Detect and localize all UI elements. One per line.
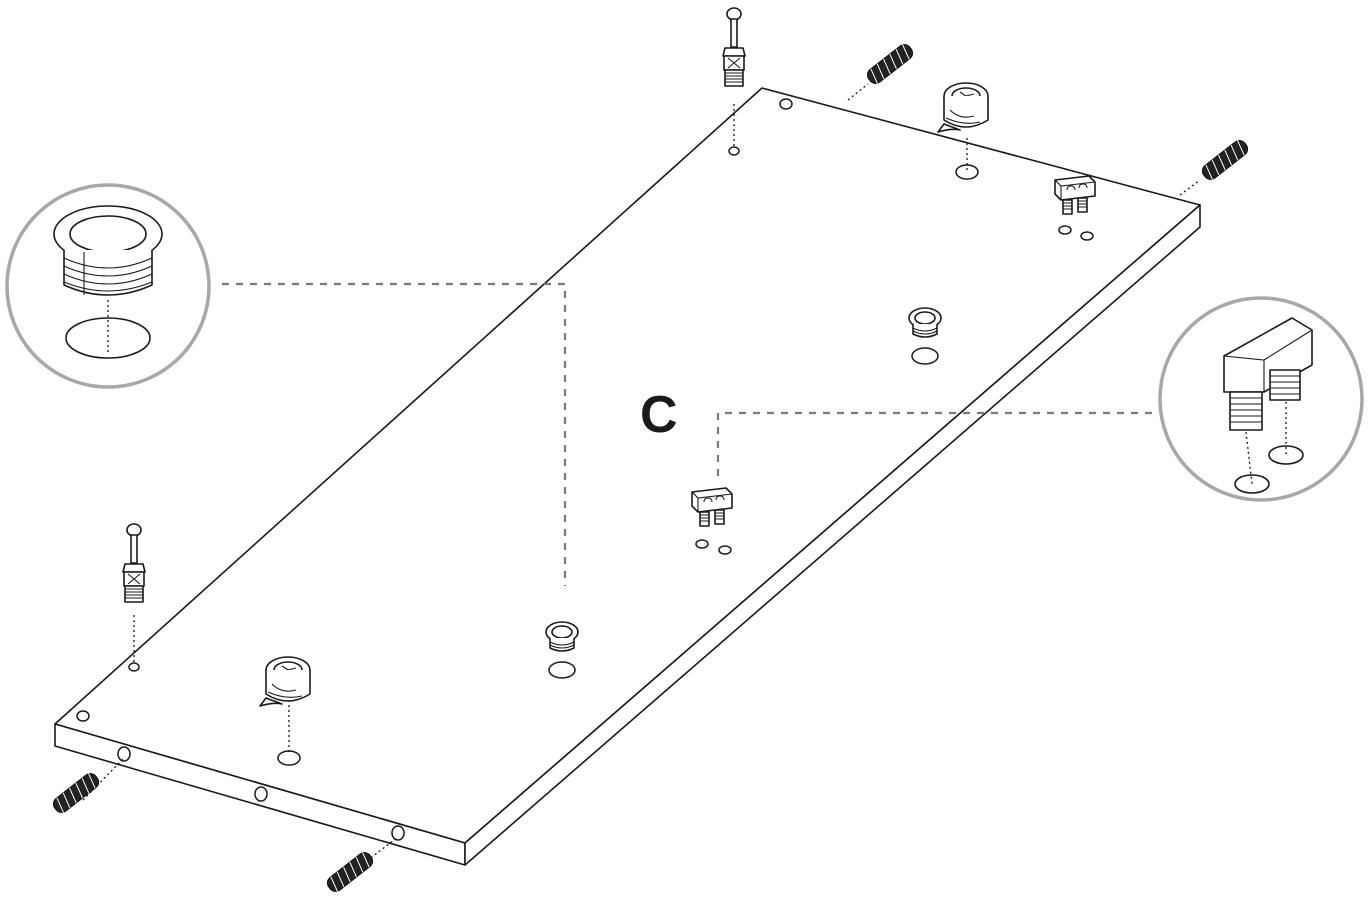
cam-bolt <box>722 7 746 87</box>
grommet-insert <box>908 307 942 338</box>
guide-lines <box>82 83 1201 871</box>
part-label: C <box>640 386 678 444</box>
callout-grommet-detail <box>5 183 211 389</box>
cam-bolt <box>122 523 146 603</box>
callout-leaders <box>222 282 1152 586</box>
board-panel <box>54 87 1201 866</box>
callout-bracket-detail <box>1158 296 1364 502</box>
grommet-insert <box>545 621 579 652</box>
dowel <box>50 770 102 816</box>
cam-lock <box>259 656 311 707</box>
dowel <box>324 849 376 895</box>
cam-lock <box>937 82 989 133</box>
dowel <box>1199 137 1251 183</box>
dowel <box>864 41 916 87</box>
